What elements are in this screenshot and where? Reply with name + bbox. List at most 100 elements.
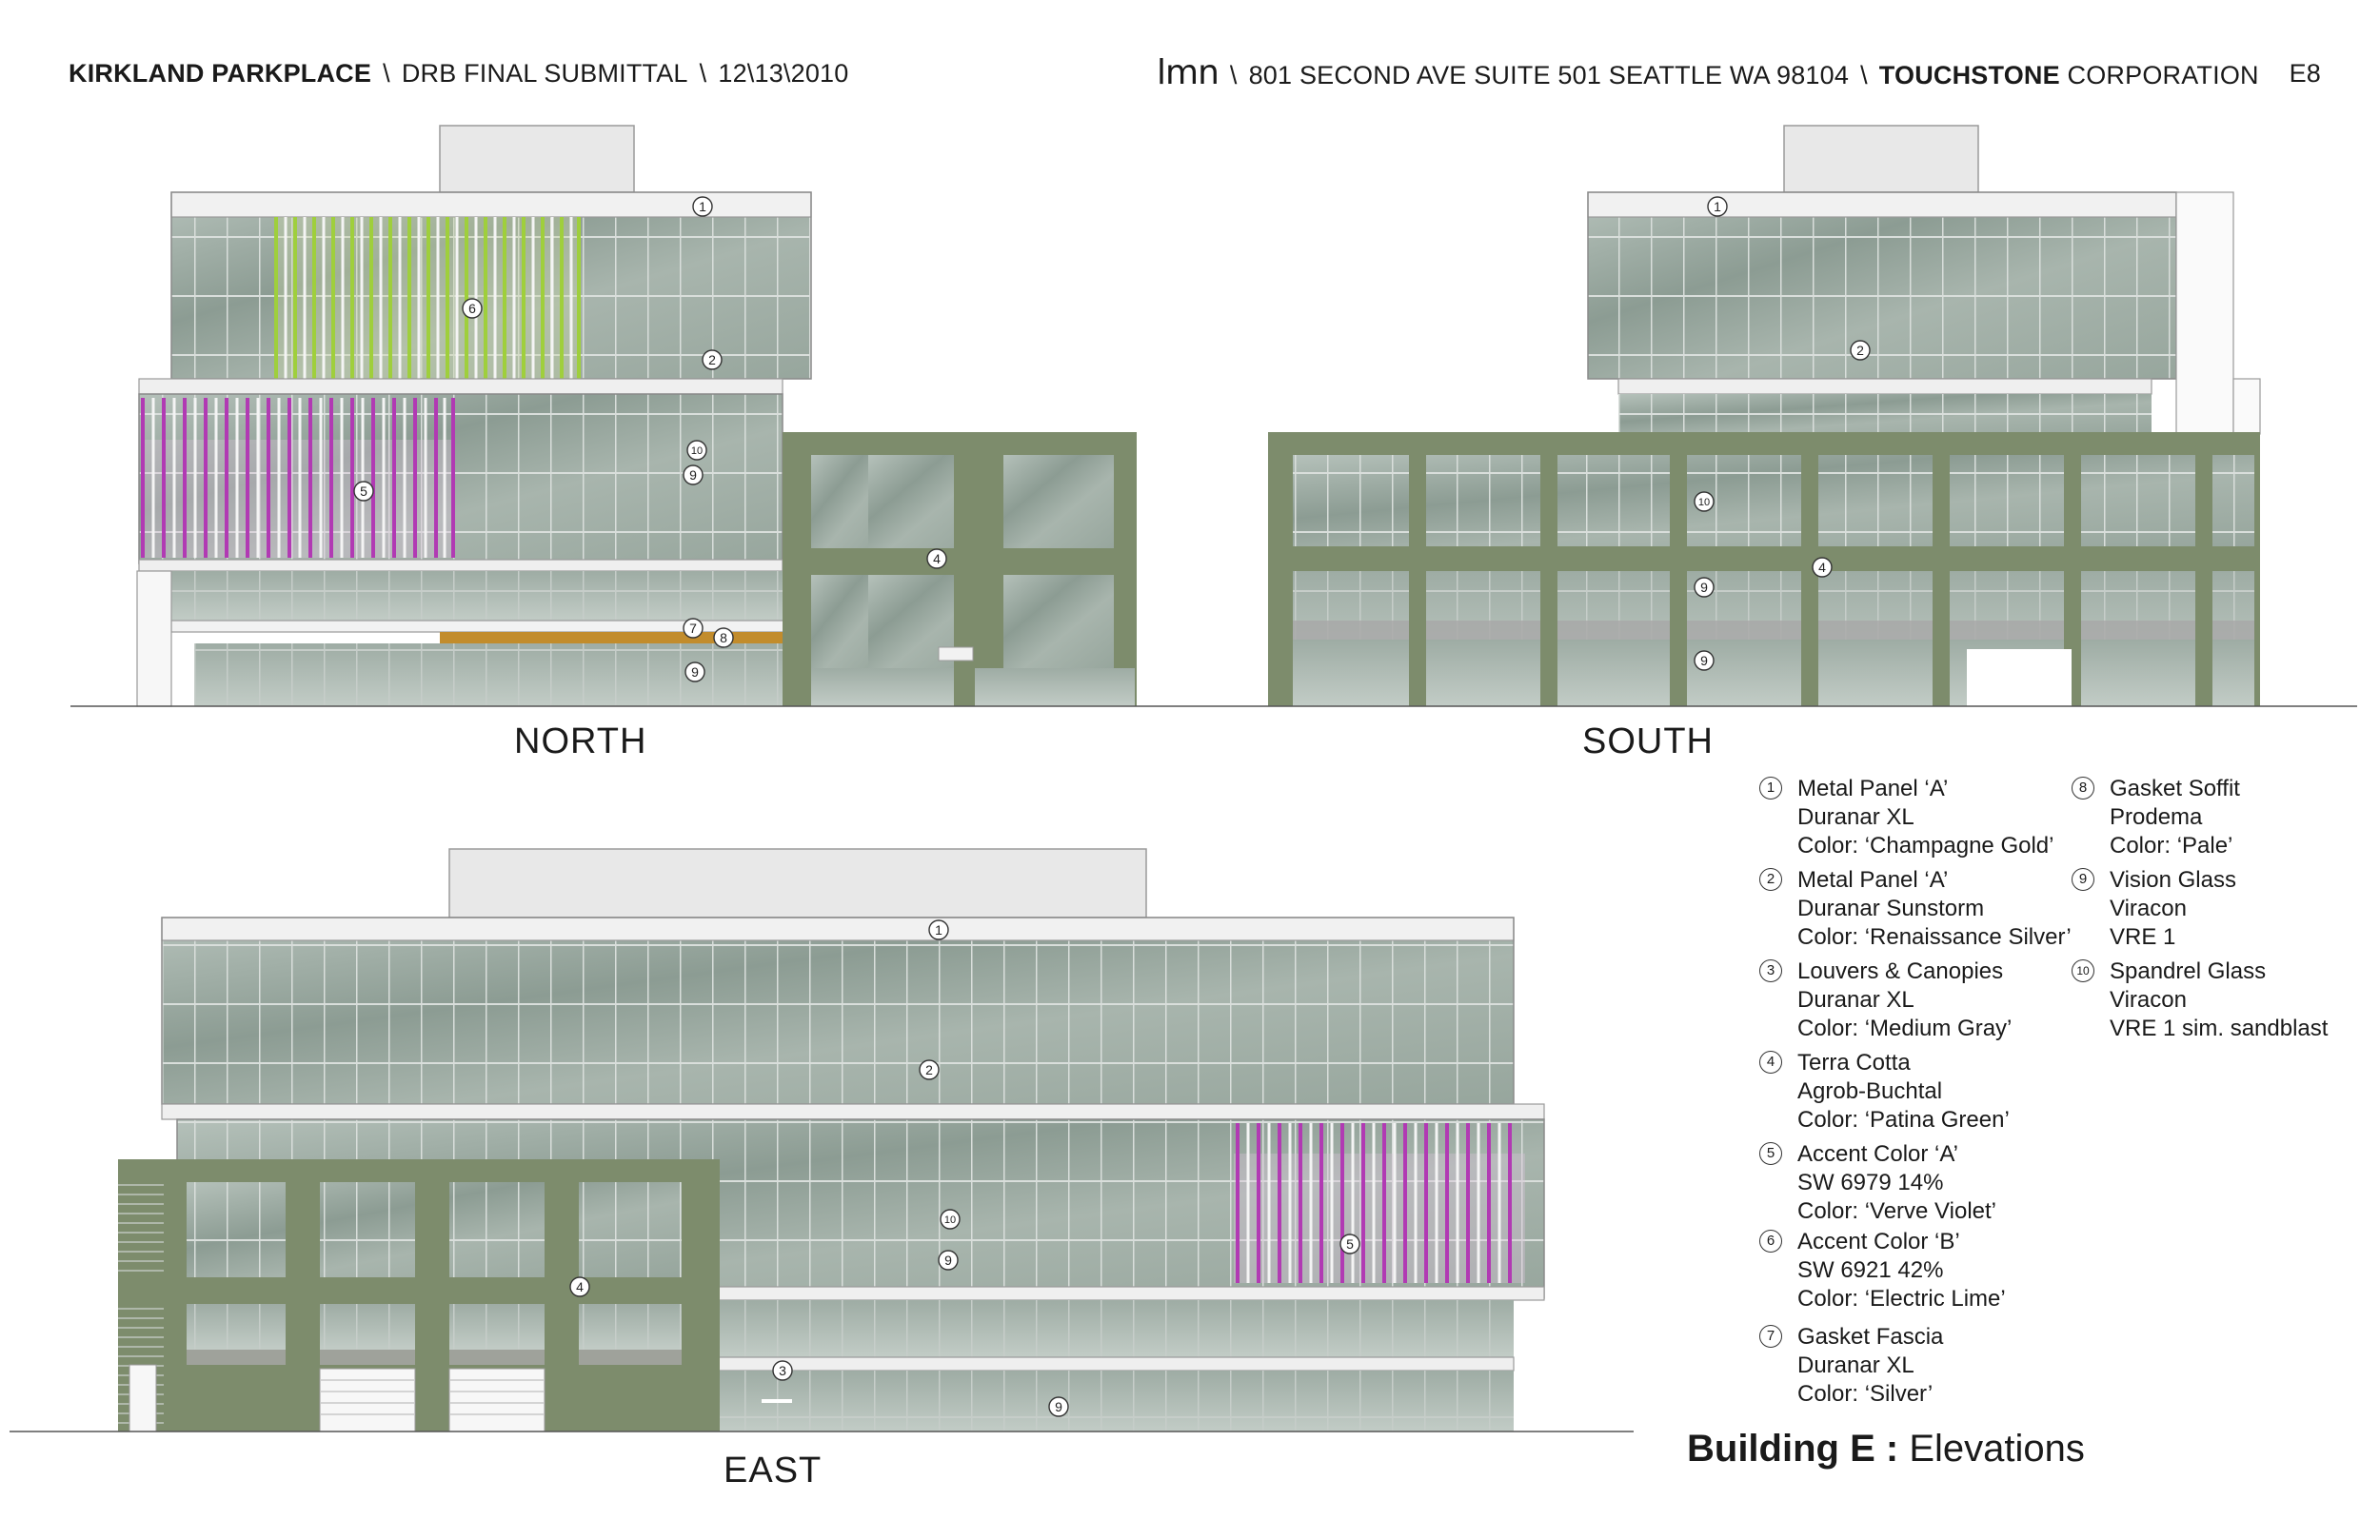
north-tag-1: 1 [692,196,713,217]
submittal-date: 12\13\2010 [718,59,849,88]
client-name-bold: TOUCHSTONE [1878,61,2060,89]
south-garage-opening [1967,649,2072,706]
legend-item: 7 Gasket Fascia Duranar XL Color: ‘Silve… [1759,1323,1944,1409]
svg-text:10: 10 [944,1214,956,1226]
south-tag-9b: 9 [1694,650,1715,671]
svg-text:2: 2 [1856,343,1864,358]
legend-number: 10 [2072,959,2094,982]
lmn-logo: lmn [1157,53,1220,92]
south-tag-4: 4 [1812,557,1833,578]
south-elevation-label: SOUTH [1582,721,1714,761]
legend-number: 1 [1759,777,1782,800]
legend-line: Color: ‘Renaissance Silver’ [1797,924,2072,950]
legend-line: Gasket Soffit [2110,776,2240,801]
legend-line: Gasket Fascia [1797,1324,1944,1350]
north-tag-9: 9 [683,464,704,485]
north-elevation-label: NORTH [514,721,647,761]
svg-text:9: 9 [944,1253,952,1268]
east-tag-5: 5 [1339,1234,1360,1254]
east-tag-2: 2 [919,1059,940,1080]
sheet-number: E8 [2289,59,2321,88]
svg-text:9: 9 [1700,580,1708,595]
legend-line: Accent Color ‘A’ [1797,1141,1958,1167]
svg-text:6: 6 [468,301,476,316]
sheet-header-right: lmn \ 801 SECOND AVE SUITE 501 SEATTLE WA … [1157,53,2259,92]
south-tag-2: 2 [1850,340,1871,361]
east-tag-10: 10 [940,1209,961,1230]
north-tag-7: 7 [683,618,704,639]
svg-text:5: 5 [360,484,367,499]
south-tag-10: 10 [1694,491,1715,512]
legend-item: 6 Accent Color ‘B’ SW 6921 42% Color: ‘E… [1759,1228,2006,1313]
svg-text:10: 10 [1698,497,1710,508]
header-separator: \ [1229,61,1238,89]
legend-line: Agrob-Buchtal [1797,1078,1943,1104]
legend-line: Viracon [2110,987,2187,1013]
legend-item: 2 Metal Panel ‘A’ Duranar Sunstorm Color… [1759,866,2072,952]
legend-line: Color: ‘Patina Green’ [1797,1107,2010,1133]
north-top-panel [170,191,812,218]
north-tag-10: 10 [686,440,707,461]
legend-line: Metal Panel ‘A’ [1797,867,1949,893]
svg-text:7: 7 [689,621,697,636]
legend-number: 6 [1759,1230,1782,1253]
east-terra-cotta-wing [118,1159,720,1432]
legend-number: 4 [1759,1051,1782,1074]
legend-line: Louvers & Canopies [1797,958,2004,984]
south-terra-cotta-block [1268,432,2260,706]
north-tag-9b: 9 [684,661,705,682]
legend-line: Color: ‘Champagne Gold’ [1797,833,2054,859]
legend-line: Color: ‘Medium Gray’ [1797,1016,2013,1041]
north-lime-accent [274,217,581,379]
east-tag-3: 3 [772,1360,793,1381]
svg-text:5: 5 [1346,1236,1354,1252]
svg-text:2: 2 [708,352,716,367]
east-elevation [10,848,1634,1432]
legend-item: 1 Metal Panel ‘A’ Duranar XL Color: ‘Cha… [1759,775,2054,860]
north-tag-2: 2 [702,349,723,370]
south-elevation [1180,125,2357,707]
legend-line: Color: ‘Electric Lime’ [1797,1286,2006,1312]
legend-item: 4 Terra Cotta Agrob-Buchtal Color: ‘Pati… [1759,1049,2010,1135]
legend-line: Color: ‘Silver’ [1797,1381,1934,1407]
svg-text:1: 1 [699,199,706,214]
svg-text:1: 1 [1714,199,1721,214]
legend-line: Duranar Sunstorm [1797,896,1985,921]
legend-line: VRE 1 [2110,924,2176,950]
legend-line: Duranar XL [1797,987,1914,1013]
legend-number: 8 [2072,777,2094,800]
south-tag-9: 9 [1694,577,1715,598]
legend-line: SW 6921 42% [1797,1257,1944,1283]
north-terra-cotta-wing [783,432,1137,706]
north-tag-5: 5 [353,481,374,502]
svg-text:3: 3 [779,1363,786,1378]
sheet-title: Building E : Elevations [1687,1428,2085,1471]
legend-number: 7 [1759,1325,1782,1348]
north-violet-accent [141,398,455,558]
firm-address: 801 SECOND AVE SUITE 501 SEATTLE WA 9810… [1248,61,1850,89]
header-separator: \ [1860,61,1868,89]
legend-number: 9 [2072,868,2094,891]
east-elevation-label: EAST [724,1451,823,1491]
svg-text:2: 2 [925,1062,933,1077]
legend-line: Accent Color ‘B’ [1797,1229,1960,1254]
legend-line: Duranar XL [1797,1352,1914,1378]
svg-text:1: 1 [935,922,942,938]
legend-line: Viracon [2110,896,2187,921]
svg-text:9: 9 [689,467,697,483]
legend-item: 9 Vision Glass Viracon VRE 1 [2072,866,2236,952]
legend-item: 8 Gasket Soffit Prodema Color: ‘Pale’ [2072,775,2240,860]
legend-line: Terra Cotta [1797,1050,1911,1076]
north-elevation [70,125,1180,707]
east-tag-9b: 9 [1048,1396,1069,1417]
legend-item: 10 Spandrel Glass Viracon VRE 1 sim. san… [2072,958,2329,1043]
svg-text:8: 8 [720,630,727,645]
north-tag-8: 8 [713,627,734,648]
legend-number: 2 [1759,868,1782,891]
legend-line: VRE 1 sim. sandblast [2110,1016,2329,1041]
legend-line: Spandrel Glass [2110,958,2267,984]
legend-line: Vision Glass [2110,867,2236,893]
submittal-name: DRB FINAL SUBMITTAL [401,59,688,88]
svg-text:10: 10 [691,445,703,457]
